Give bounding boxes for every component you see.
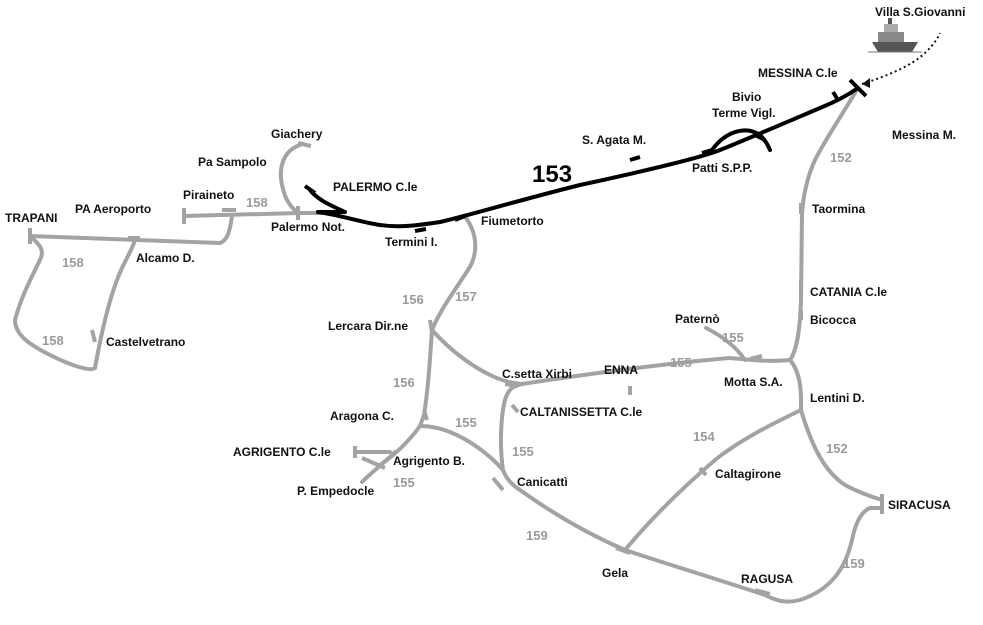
line-numbers: 153 152 152 158 158 158 156 156 157 155 … [42,150,865,571]
line-ragusa-canicatti [501,468,767,597]
label-gela: Gela [602,566,628,580]
tick-termini [414,227,427,233]
tick-motta [749,354,763,361]
ship-icon [868,18,922,53]
label-taormina: Taormina [812,202,865,216]
label-csetta-xirbi: C.setta Xirbi [502,367,572,381]
label-lercara-dirne: Lercara Dir.ne [328,319,408,333]
label-giachery: Giachery [271,127,323,141]
line-number-155-enna: 155 [670,355,692,370]
label-siracusa: SIRACUSA [888,498,951,512]
label-motta-sa: Motta S.A. [724,375,783,389]
line-paterno [704,326,747,362]
tick-gela [615,546,631,555]
label-palermo-not: Palermo Not. [271,220,345,234]
line-number-154: 154 [693,429,715,444]
label-pa-aeroporto: PA Aeroporto [75,202,151,216]
line-trapani-castelvetrano [13,234,136,372]
label-messina-cle: MESSINA C.le [758,66,838,80]
label-palermo-cle: PALERMO C.le [333,180,418,194]
tick-agrigento-b [361,456,386,470]
tick-messina [848,78,868,98]
line-number-159-ragusa: 159 [843,556,865,571]
label-trapani: TRAPANI [5,211,57,225]
line-catania-xirbi [520,356,792,386]
line-number-159-gela: 159 [526,528,548,543]
tick-ragusa [754,588,771,596]
tick-palermo-cle [303,184,317,195]
label-patti-spp: Patti S.P.P. [692,161,752,175]
station-ticks [28,78,884,596]
tick-aragona [422,409,429,421]
label-bivio: Bivio [732,90,761,104]
ferry-route [861,18,941,88]
label-ragusa: RAGUSA [741,572,793,586]
line-bivio-loop [710,128,772,152]
line-siracusa-ragusa [763,506,884,604]
tick-castelvetrano [90,329,97,343]
line-number-155-aragona: 155 [455,415,477,430]
label-alcamo-d: Alcamo D. [136,251,195,265]
line-fiumetorto-lercara [430,216,478,332]
line-palermo-messina [316,86,860,229]
tick-lercara [428,319,434,333]
label-s-agata-m: S. Agata M. [582,133,646,147]
line-lentini-gela [623,408,803,552]
tick-terme-vigl [754,133,766,142]
tick-giachery [297,141,312,148]
line-number-152-north: 152 [830,150,852,165]
line-number-155-paterno: 155 [722,330,744,345]
label-villa-s-giovanni: Villa S.Giovanni [875,5,965,19]
line-palermo-trapani [28,211,302,245]
label-piraineto: Piraineto [183,188,234,202]
tick-caltagirone [698,466,708,477]
tick-patti [701,148,713,155]
tick-bivio-a [831,90,840,102]
label-caltagirone: Caltagirone [715,467,781,481]
label-fiumetorto: Fiumetorto [481,214,544,228]
line-number-156-a: 156 [402,292,424,307]
label-termini-i: Termini I. [385,235,437,249]
label-lentini-d: Lentini D. [810,391,865,405]
label-aragona-c: Aragona C. [330,409,394,423]
line-number-158-a: 158 [62,255,84,270]
label-catania-cle: CATANIA C.le [810,285,887,299]
line-number-155-canicatti: 155 [512,444,534,459]
label-messina-m: Messina M. [892,128,956,142]
label-pa-sampolo: Pa Sampolo [198,155,267,169]
label-terme-vigl: Terme Vigl. [712,106,776,120]
ferry-arrow [862,78,870,88]
tick-caltanissetta [510,403,520,414]
label-bicocca: Bicocca [810,313,856,327]
line-number-156-b: 156 [393,375,415,390]
label-paterno: Paternò [675,312,720,326]
line-lercara-xirbi [430,328,524,386]
line-number-152-south: 152 [826,441,848,456]
line-number-158-b: 158 [42,333,64,348]
line-giachery [279,143,302,215]
label-agrigento-cle: AGRIGENTO C.le [233,445,331,459]
tick-xirbi [504,382,519,388]
tick-s-agata [629,155,641,162]
station-labels: Villa S.Giovanni MESSINA C.le Messina M.… [5,5,965,586]
tick-canicatti [491,476,505,492]
label-canicatti: Canicattì [517,475,568,489]
label-caltanissetta-cle: CALTANISSETTA C.le [520,405,643,419]
line-number-155-empedocle: 155 [393,475,415,490]
ferry-dotted-line [861,32,941,85]
label-agrigento-b: Agrigento B. [393,454,465,468]
line-number-153: 153 [532,161,572,188]
label-enna: ENNA [604,363,638,377]
line-canicatti-aragona [418,424,505,472]
line-number-157: 157 [455,289,477,304]
line-153-highlight [308,86,860,229]
tick-fiumetorto [454,214,466,222]
line-number-158-pa: 158 [246,195,268,210]
label-p-empedocle: P. Empedocle [297,484,374,498]
label-castelvetrano: Castelvetrano [106,335,185,349]
